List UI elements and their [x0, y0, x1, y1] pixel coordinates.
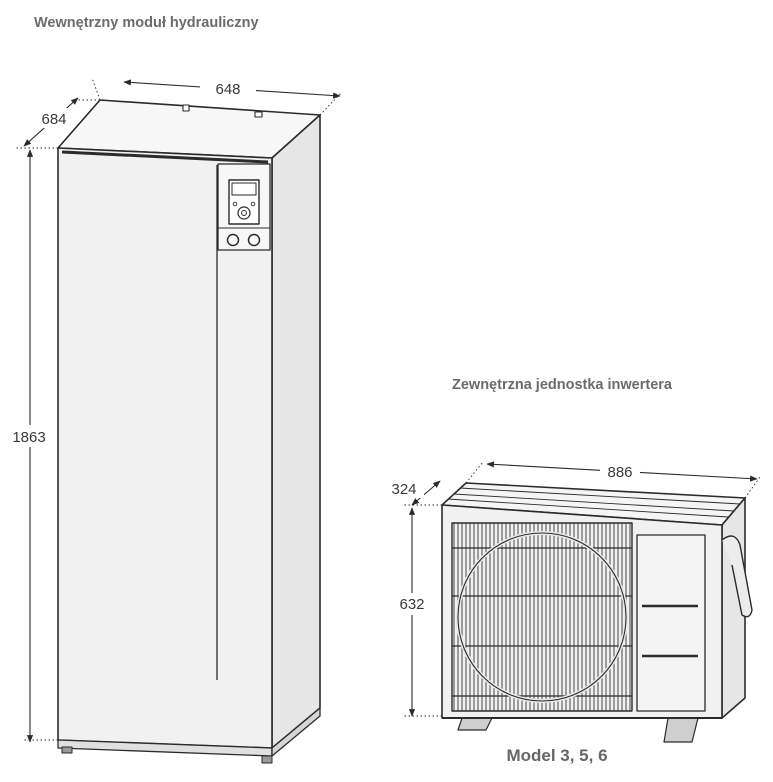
indoor-unit-title: Wewnętrzny moduł hydrauliczny — [34, 15, 259, 31]
outdoor-depth-label: 324 — [391, 481, 416, 498]
outdoor-width-label: 886 — [607, 464, 632, 481]
model-label: Model 3, 5, 6 — [506, 746, 607, 765]
outdoor-height-label: 632 — [399, 596, 424, 613]
outdoor-unit-drawing — [441, 482, 753, 743]
indoor-width-label: 648 — [215, 81, 240, 98]
indoor-unit-drawing — [57, 99, 321, 764]
outdoor-unit-title: Zewnętrzna jednostka inwertera — [452, 377, 673, 393]
indoor-height-label: 1863 — [12, 429, 45, 446]
indoor-depth-label: 684 — [41, 111, 66, 128]
